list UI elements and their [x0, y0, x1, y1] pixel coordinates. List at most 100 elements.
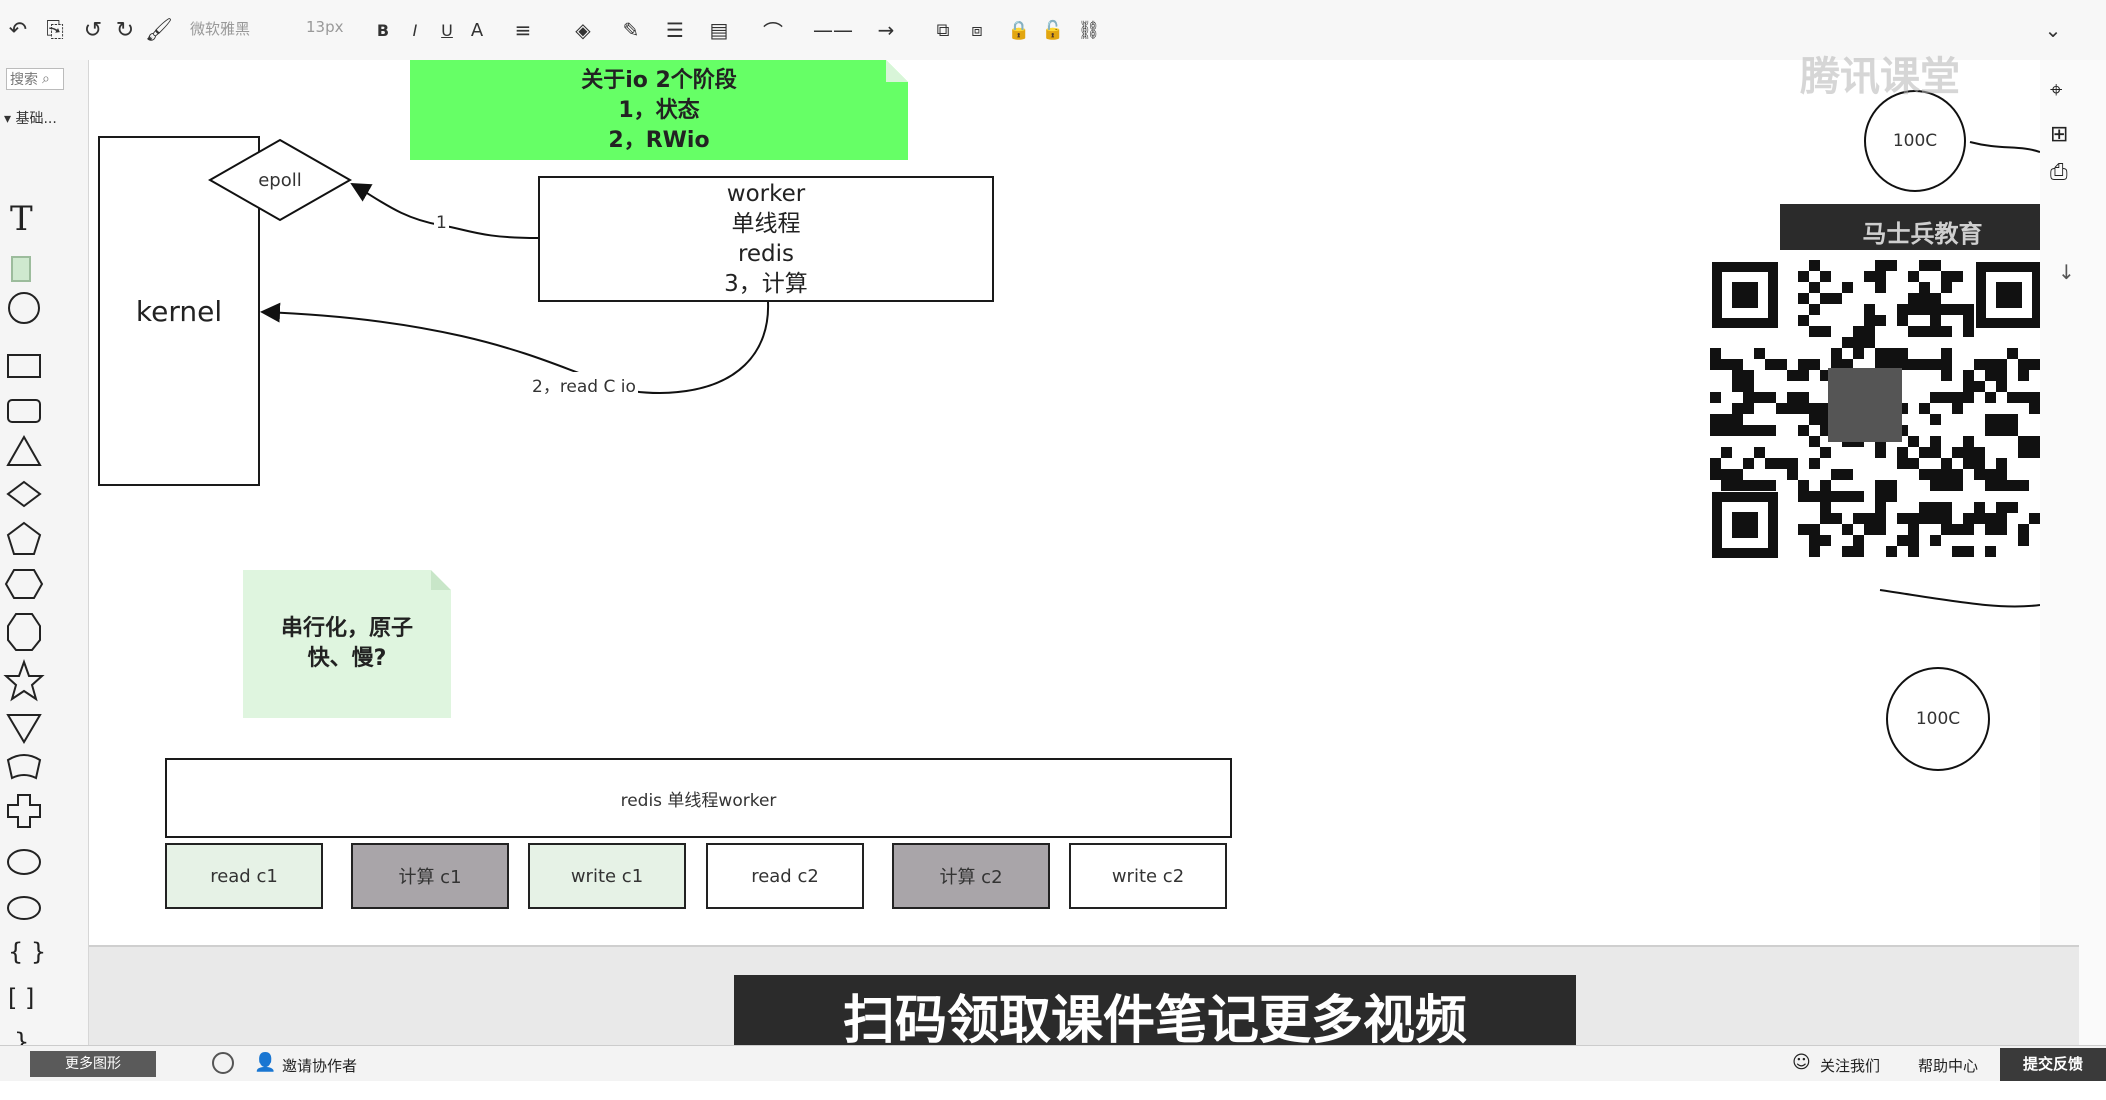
bring-front-icon[interactable]: ⧉	[936, 19, 950, 41]
note-tool-icon	[11, 256, 31, 282]
redis-worker-bar[interactable]: redis 单线程worker	[165, 758, 1232, 838]
link-icon[interactable]: ⛓	[1077, 19, 1101, 41]
rounded-rect-tool-icon	[7, 399, 41, 423]
submit-feedback-button[interactable]: 提交反馈	[2000, 1048, 2106, 1081]
fill-color-icon[interactable]: ◈	[575, 18, 591, 42]
note-fold-corner	[431, 570, 451, 590]
undo-arrow-icon[interactable]: ↶	[8, 17, 28, 43]
circle-node-bottom[interactable]: 100C	[1886, 667, 1990, 771]
kernel-label: kernel	[135, 294, 223, 328]
task-write-c2[interactable]: write c2	[1069, 843, 1227, 909]
crosshair-icon[interactable]: ⌖	[2050, 78, 2063, 103]
edge-worker-to-kernel	[260, 301, 770, 395]
worker-line1: worker	[726, 181, 806, 207]
line-width-icon[interactable]: ☰	[666, 18, 684, 42]
avatar[interactable]	[212, 1052, 234, 1074]
edge-label-1: 1	[434, 213, 449, 233]
task-read-c1[interactable]: read c1	[165, 843, 323, 909]
bracket-tool-icon: [ ]	[8, 984, 34, 1012]
watermark-logo: 腾讯课堂	[1800, 54, 1960, 100]
export-icon[interactable]: ⎙	[2050, 160, 2068, 185]
worker-box[interactable]: worker 单线程 redis 3，计算	[538, 176, 994, 302]
promo-banner: 马士兵教育	[1780, 204, 2065, 254]
undo-icon[interactable]: ↺	[83, 17, 103, 43]
scroll-down-icon[interactable]: ↓	[2058, 260, 2075, 284]
line-color-icon[interactable]: ✎	[622, 18, 640, 42]
task-compute-c2[interactable]: 计算 c2	[892, 843, 1050, 909]
pentagon-tool-icon	[6, 521, 42, 555]
epoll-label: epoll	[258, 170, 302, 191]
diamond-tool-icon	[6, 480, 42, 508]
worker-line3: redis	[737, 241, 795, 267]
unlock-icon[interactable]: 🔓	[1041, 19, 1065, 41]
text-color-icon[interactable]: A	[470, 19, 484, 41]
qr-code-image[interactable]	[1700, 250, 2050, 570]
weibo-icon: ☺	[1792, 1052, 1811, 1073]
promo-banner-text: 马士兵教育	[1862, 220, 1983, 248]
task-write-c1[interactable]: write c1	[528, 843, 686, 909]
kernel-box[interactable]: kernel	[98, 136, 260, 486]
task-read-c2[interactable]: read c2	[706, 843, 864, 909]
shape-tools: T { } [ ] }	[3, 199, 46, 1056]
search-placeholder: 搜索	[10, 72, 38, 88]
note-serial-atomic[interactable]: 串行化，原子 快、慢?	[243, 570, 451, 718]
shape-palette: 搜索 ⌕ ▾ 基础... T { } [ ] }	[0, 60, 89, 1056]
note-serial-line2: 快、慢?	[307, 646, 387, 671]
arrow-style-icon[interactable]: →	[877, 18, 895, 42]
connector-curve-icon[interactable]: ⌒	[763, 19, 783, 44]
edge-label-2: 2，read C io	[530, 372, 638, 397]
shape-search-input[interactable]: 搜索 ⌕	[6, 68, 64, 90]
cloud-tool-icon	[7, 849, 41, 875]
brace-tool-icon: { }	[8, 938, 46, 966]
arc-shape-tool-icon	[6, 754, 42, 780]
right-dock: ⌖ ⊞ ⎙ ↓	[2040, 60, 2106, 1045]
note-io-line3: 2，RWio	[608, 128, 710, 153]
follow-us-link[interactable]: 关注我们	[1820, 1057, 1881, 1075]
worker-line4: 3，计算	[724, 271, 808, 297]
triangle-tool-icon	[6, 434, 42, 466]
toolbar: ↶ ⎘ ↺ ↻ 🖌 微软雅黑 13px B I U A ≡ ◈ ✎ ☰ ▤ ⌒ …	[0, 0, 2106, 61]
brush-icon[interactable]: 🖌	[145, 17, 173, 43]
page-setup-icon[interactable]: ⊞	[2050, 122, 2069, 147]
circle-tool-icon	[8, 292, 40, 324]
more-shapes-button[interactable]: 更多图形	[30, 1051, 156, 1077]
bottom-bar: 更多图形 👤 邀请协作者 ☺ 关注我们 帮助中心 提交反馈	[0, 1045, 2106, 1081]
note-io-line1: 关于io 2个阶段	[581, 68, 737, 93]
bold-button[interactable]: B	[376, 20, 390, 40]
font-family-select[interactable]: 微软雅黑	[190, 20, 251, 38]
task-compute-c1[interactable]: 计算 c1	[351, 843, 509, 909]
speech-bubble-tool-icon	[7, 896, 41, 920]
lock-icon[interactable]: 🔒	[1007, 19, 1031, 41]
text-tool-icon: T	[10, 199, 33, 239]
note-serial-line1: 串行化，原子	[280, 616, 413, 641]
invite-collaborator-link[interactable]: 邀请协作者	[282, 1057, 358, 1075]
font-size-select[interactable]: 13px	[306, 18, 344, 36]
star-tool-icon	[3, 659, 45, 702]
align-icon[interactable]: ≡	[514, 18, 532, 42]
epoll-diamond	[207, 138, 353, 222]
note-fold-corner	[886, 60, 908, 82]
search-icon: ⌕	[42, 71, 50, 87]
note-io-stages[interactable]: 关于io 2个阶段 1，状态 2，RWio	[410, 60, 908, 160]
circle-node-top[interactable]: 100C	[1864, 90, 1966, 192]
redo-icon[interactable]: ↻	[115, 17, 135, 43]
hexagon-tool-icon	[4, 569, 44, 599]
line-style-icon[interactable]: ▤	[709, 18, 729, 42]
help-center-link[interactable]: 帮助中心	[1918, 1057, 1979, 1075]
qr-avatar	[1828, 368, 1902, 442]
rectangle-tool-icon	[7, 354, 41, 378]
note-io-line2: 1，状态	[618, 98, 700, 123]
cross-tool-icon	[7, 794, 41, 828]
italic-button[interactable]: I	[412, 20, 418, 40]
redis-worker-label: redis 单线程worker	[620, 790, 777, 811]
send-back-icon[interactable]: ⧈	[971, 19, 983, 41]
shape-category-basic[interactable]: ▾ 基础...	[4, 111, 57, 127]
collapse-toolbar-icon[interactable]: ⌄	[2044, 18, 2062, 42]
underline-button[interactable]: U	[441, 20, 453, 40]
line-type-icon[interactable]: ——	[813, 18, 853, 42]
add-user-icon[interactable]: 👤	[254, 1052, 277, 1073]
inverted-triangle-tool-icon	[6, 714, 42, 744]
octagon-tool-icon	[7, 613, 41, 651]
worker-line2: 单线程	[731, 211, 801, 237]
format-painter-icon[interactable]: ⎘	[46, 17, 64, 43]
